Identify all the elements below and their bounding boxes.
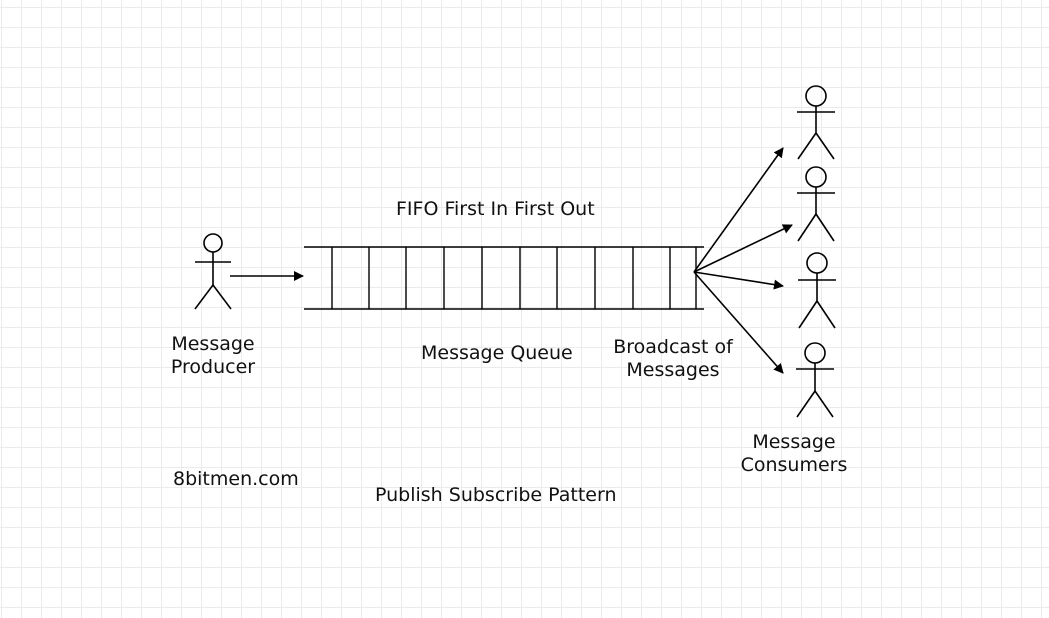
message-queue: [304, 246, 704, 310]
broadcast-arrow-1-icon: [693, 147, 784, 273]
consumer-figure-2-icon: [797, 166, 835, 242]
broadcast-arrow-3-icon: [693, 271, 784, 290]
consumer-figure-4-icon: [796, 342, 834, 418]
broadcast-arrow-2-icon: [693, 224, 793, 273]
site-label: 8bitmen.com: [173, 468, 299, 490]
queue-title: FIFO First In First Out: [396, 198, 595, 220]
broadcast-arrow-4-icon: [693, 271, 784, 374]
producer-figure-icon: [194, 233, 232, 310]
producer-label: Message Producer: [170, 333, 256, 378]
consumers-label: Message Consumers: [740, 431, 848, 476]
pattern-label: Publish Subscribe Pattern: [375, 484, 617, 506]
broadcast-label: Broadcast of Messages: [613, 336, 733, 381]
queue-label: Message Queue: [421, 342, 573, 364]
broadcast-arrows: [693, 147, 793, 374]
consumer-figure-3-icon: [798, 252, 836, 329]
consumer-figure-1-icon: [797, 85, 835, 160]
